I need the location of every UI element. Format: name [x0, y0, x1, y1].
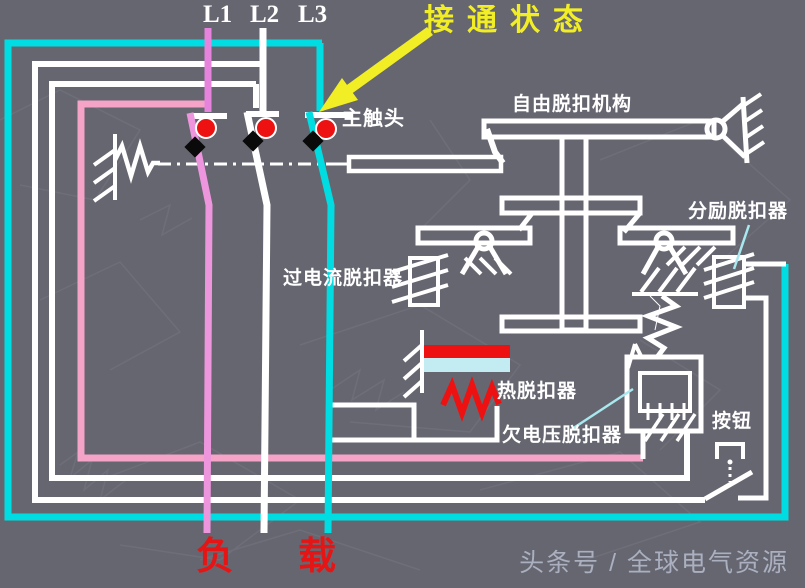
shunt-leader-line — [732, 224, 751, 270]
push-button — [703, 442, 754, 502]
label-main-contact: 主触头 — [342, 108, 405, 130]
label-shunt-release: 分励脱扣器 — [688, 201, 789, 222]
phase-label-l3: L3 — [298, 1, 328, 28]
trip-link-bar — [337, 128, 506, 174]
contact-dot-l2 — [255, 117, 277, 139]
insulator-diamond-l1 — [184, 136, 206, 158]
contact-dot-l1 — [195, 117, 217, 139]
heater-zigzag — [440, 376, 502, 422]
phase-label-l2: L2 — [250, 1, 280, 28]
white-outer-loop — [32, 61, 705, 503]
overcurrent-coil — [391, 253, 449, 307]
l3-blade — [305, 111, 335, 534]
overcurrent-lever — [415, 210, 535, 276]
state-title: 接通状态 — [424, 4, 596, 37]
thermal-wires — [332, 402, 500, 443]
button-contact-blade — [703, 469, 754, 502]
left-spring-support — [92, 134, 160, 203]
l1-blade — [186, 112, 213, 534]
bimetal-strip-top — [424, 345, 510, 358]
label-undervoltage-release: 欠电压脱扣器 — [502, 425, 623, 446]
load-label-right: 载 — [298, 536, 337, 578]
l2-blade — [243, 111, 271, 534]
trip-spring — [640, 293, 683, 358]
label-overcurrent-release: 过电流脱扣器 — [283, 268, 404, 289]
thermal-release — [402, 330, 510, 422]
label-button: 按钮 — [712, 411, 753, 432]
watermark: 头条号 / 全球电气资源 — [519, 549, 789, 577]
central-beam — [499, 134, 643, 334]
contact-dot-l3 — [315, 118, 337, 140]
free-trip-mechanism — [481, 92, 766, 164]
label-free-trip-mechanism: 自由脱扣机构 — [512, 94, 633, 115]
leader-lines — [571, 224, 751, 431]
label-thermal-release: 热脱扣器 — [497, 381, 578, 402]
load-label-left: 负 — [196, 536, 235, 578]
undervoltage-leader-line — [571, 387, 634, 431]
shunt-lever — [617, 211, 736, 358]
cyan-control-loop — [4, 39, 789, 521]
state-arrow-icon — [319, 26, 433, 112]
white-inner-loop — [49, 81, 690, 481]
phase-label-l1: L1 — [203, 1, 233, 28]
shunt-coil — [703, 252, 786, 501]
bimetal-strip-bottom — [424, 358, 510, 372]
pink-undervoltage-loop — [77, 100, 643, 462]
